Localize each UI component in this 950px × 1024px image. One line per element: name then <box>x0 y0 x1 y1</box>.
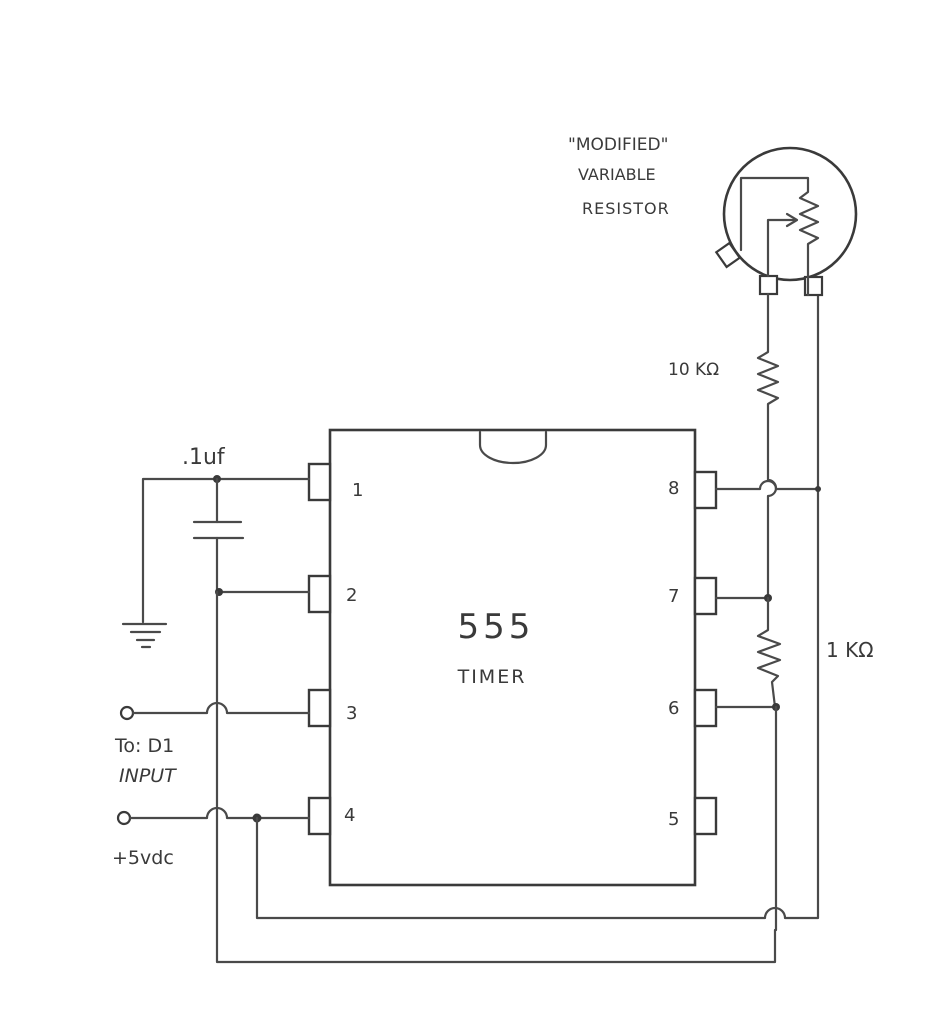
resistor-10k-label: 10 KΩ <box>668 360 719 380</box>
pot-lug <box>758 274 779 296</box>
right-pins: 8 7 6 5 <box>668 470 718 836</box>
pin3-wiring: To: D1 INPUT <box>114 701 311 787</box>
supply-terminal <box>116 810 132 826</box>
chip-notch <box>478 430 548 465</box>
capacitor: .1uf <box>182 445 245 594</box>
pin-4-label: 4 <box>344 805 355 826</box>
resistor-1k: 1 KΩ <box>714 594 873 932</box>
pot-label-line2: VARIABLE <box>578 165 656 184</box>
pin-5-label: 5 <box>668 809 679 830</box>
output-label-line1: To: D1 <box>114 735 174 757</box>
pin-2-box <box>307 574 332 614</box>
left-pins: 1 2 3 4 <box>307 462 363 836</box>
pot-lug <box>803 275 824 297</box>
timer-chip: 555 TIMER <box>328 428 697 887</box>
pin-5-box <box>693 796 718 836</box>
pot-body <box>722 146 858 282</box>
ground-icon <box>121 622 168 649</box>
capacitor-label: .1uf <box>182 445 226 470</box>
chip-name: TIMER <box>457 666 527 688</box>
pin-3-box <box>307 688 332 728</box>
pin-1-label: 1 <box>352 480 363 501</box>
pin-7-label: 7 <box>668 586 679 607</box>
output-label-line2: INPUT <box>119 765 177 787</box>
pot-lug <box>714 241 742 269</box>
pin-3-label: 3 <box>346 703 357 724</box>
junction-dot <box>815 486 821 492</box>
pin1-wiring <box>141 475 311 624</box>
pin-6-box <box>693 688 718 728</box>
pin-1-box <box>307 462 332 502</box>
pot-label-line3: RESISTOR <box>582 199 670 218</box>
pin8-wiring <box>714 479 821 492</box>
pin-8-box <box>693 470 718 510</box>
pin-6-label: 6 <box>668 698 679 719</box>
chip-body <box>328 428 697 887</box>
pin-4-box <box>307 796 332 836</box>
resistor-1k-label: 1 KΩ <box>826 638 873 662</box>
pin-7-box <box>693 576 718 616</box>
output-terminal <box>119 705 135 721</box>
pin-2-label: 2 <box>346 585 357 606</box>
variable-resistor: "MODIFIED" VARIABLE RESISTOR <box>568 135 858 297</box>
supply-label: +5vdc <box>112 847 174 869</box>
chip-number: 555 <box>458 607 535 647</box>
pin-8-label: 8 <box>668 478 679 499</box>
pin2-wiring <box>215 588 777 964</box>
pot-label-line1: "MODIFIED" <box>568 135 668 155</box>
